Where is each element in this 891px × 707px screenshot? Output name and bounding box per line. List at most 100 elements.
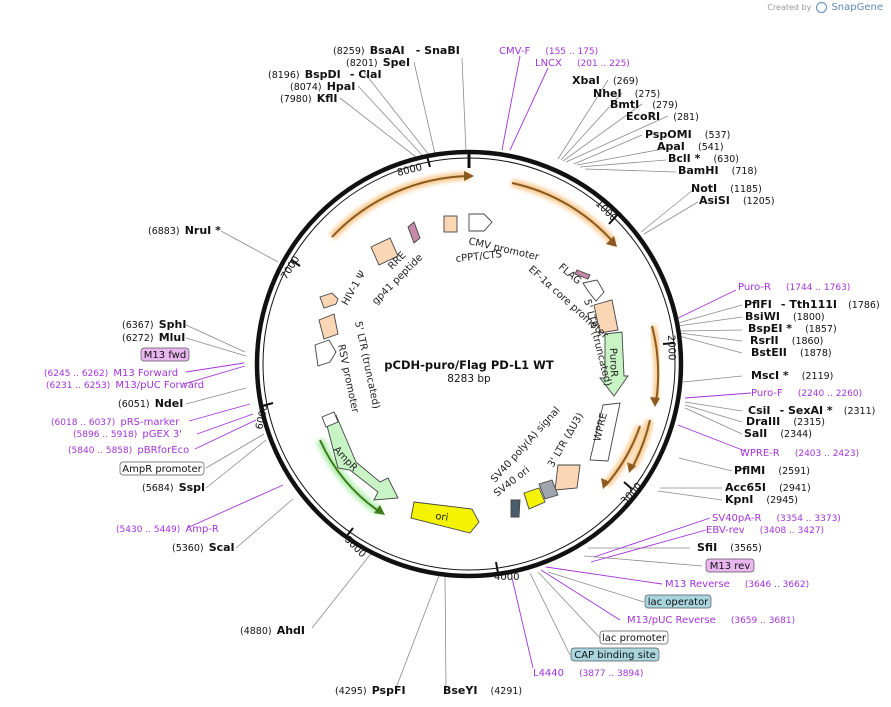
svg-text:(6018 .. 6037) pRS-marker: (6018 .. 6037) pRS-marker bbox=[51, 410, 180, 429]
site-pos: (3565) bbox=[730, 543, 762, 554]
svg-text:(6051) NdeI: (6051) NdeI bbox=[118, 392, 183, 411]
site-name: Acc65I bbox=[725, 481, 766, 494]
wpre-block bbox=[589, 402, 621, 462]
site-name: BspDI bbox=[305, 68, 341, 81]
svg-text:CsiI - SexAI * (2311): CsiI - SexAI * (2311) bbox=[748, 399, 875, 418]
m13-fwd-label: M13 fwd bbox=[144, 350, 186, 361]
svg-text:(8201) SpeI: (8201) SpeI bbox=[346, 51, 410, 70]
svg-text:(6272) MluI: (6272) MluI bbox=[122, 326, 185, 345]
cap-site-label: CAP binding site bbox=[574, 650, 656, 661]
site-pos: (537) bbox=[705, 130, 731, 141]
site-pos: (6272) bbox=[122, 333, 154, 344]
svg-text:NheI (275): NheI (275) bbox=[593, 82, 660, 101]
site-pos: (279) bbox=[652, 100, 678, 111]
site-pos: (541) bbox=[698, 142, 724, 153]
cds-arc-5 bbox=[605, 425, 641, 486]
site-name: MscI * bbox=[751, 369, 789, 382]
feature-ori: ori bbox=[435, 511, 449, 524]
plasmid-name: pCDH-puro/Flag PD-L1 WT bbox=[384, 358, 554, 372]
site-name: PflFI bbox=[744, 298, 772, 311]
primer-range: (3659 .. 3681) bbox=[731, 616, 795, 626]
site-name: PspOMI bbox=[645, 128, 692, 141]
primer-name: M13 Forward bbox=[113, 368, 178, 379]
primer-range: (201 .. 225) bbox=[577, 59, 630, 69]
primer-name: Amp-R bbox=[185, 524, 219, 535]
site-name: NotI bbox=[691, 182, 717, 195]
svg-text:(5430 .. 5449) Amp-R: (5430 .. 5449) Amp-R bbox=[116, 517, 219, 536]
m13-rev-box bbox=[705, 558, 755, 573]
lac-operator-label: lac operator bbox=[648, 597, 709, 608]
svg-text:(6883) NruI *: (6883) NruI * bbox=[148, 219, 221, 238]
flag-block bbox=[574, 269, 591, 280]
sv40-small-block bbox=[510, 499, 521, 518]
svg-text:L4440 (3877 .. 3894): L4440 (3877 .. 3894) bbox=[533, 661, 643, 680]
cds-arc-3 bbox=[651, 325, 660, 403]
ampr-arc bbox=[319, 439, 381, 513]
svg-text:BamHI (718): BamHI (718) bbox=[678, 159, 757, 178]
primer-range: (155 .. 175) bbox=[545, 47, 598, 57]
feature-rsv-promoter: RSV promoter bbox=[335, 343, 360, 414]
primer-name: L4440 bbox=[533, 668, 564, 679]
site-name: BstEII bbox=[751, 346, 787, 359]
site-pos: (1205) bbox=[743, 196, 775, 207]
ampr-promoter-box bbox=[119, 461, 205, 476]
leader-lines bbox=[185, 57, 743, 689]
site-pos: (2945) bbox=[766, 495, 798, 506]
site-name: DraIII bbox=[746, 415, 780, 428]
svg-text:EBV-rev (3408 .. 3427): EBV-rev (3408 .. 3427) bbox=[706, 518, 824, 537]
ampr-promoter-block bbox=[321, 411, 339, 428]
site-name: SalI bbox=[744, 427, 767, 440]
site-pos: (6883) bbox=[148, 226, 180, 237]
snapgene-icon bbox=[815, 2, 827, 13]
svg-text:M13 Reverse (3646 .. 3662): M13 Reverse (3646 .. 3662) bbox=[665, 572, 809, 591]
svg-text:BsiWI (1800): BsiWI (1800) bbox=[745, 305, 825, 324]
primer-range: (6018 .. 6037) bbox=[51, 418, 115, 428]
cds-arc-2 bbox=[511, 182, 615, 244]
site-pos: (2311) bbox=[844, 406, 876, 417]
lac-operator-box bbox=[644, 594, 712, 609]
svg-text:(4880) AhdI: (4880) AhdI bbox=[240, 619, 305, 638]
primer-range: (3877 .. 3894) bbox=[579, 669, 643, 679]
primer-name: LNCX bbox=[535, 58, 562, 69]
feature-boxes: M13 fwd AmpR promoter M13 rev lac operat… bbox=[119, 347, 755, 662]
rsv-promoter-arrow bbox=[314, 339, 337, 367]
cap-site-box bbox=[570, 647, 660, 662]
primer-range: (2403 .. 2423) bbox=[795, 449, 859, 459]
cds-arcs bbox=[329, 171, 663, 489]
feature-puror: PuroR bbox=[607, 348, 619, 378]
site-name: BmtI bbox=[610, 98, 639, 111]
primer-range: (2240 .. 2260) bbox=[798, 389, 862, 399]
svg-text:PspOMI (537): PspOMI (537) bbox=[645, 123, 730, 142]
svg-text:(4295) PspFI: (4295) PspFI bbox=[335, 679, 406, 698]
hiv1-block bbox=[319, 292, 339, 309]
primer-leaders bbox=[183, 55, 752, 669]
site-name: ApaI bbox=[657, 140, 685, 153]
svg-text:WPRE-R (2403 .. 2423): WPRE-R (2403 .. 2423) bbox=[740, 441, 859, 460]
site-name: SspI bbox=[179, 481, 205, 494]
site-pos: (281) bbox=[673, 112, 699, 123]
site-pos: (5684) bbox=[142, 483, 174, 494]
primer-name: M13/pUC Reverse bbox=[627, 615, 716, 626]
site-pos: (6367) bbox=[122, 320, 154, 331]
primer-range: (3646 .. 3662) bbox=[745, 580, 809, 590]
svg-text:BclI * (630): BclI * (630) bbox=[668, 147, 739, 166]
feature-hiv1: HIV-1 Ψ bbox=[340, 269, 368, 307]
site-name: CsiI bbox=[748, 404, 770, 417]
sv40-ori-block bbox=[523, 487, 546, 510]
sites-top-right: XbaI (269) NheI (275) BmtI (279) EcoRI (… bbox=[572, 74, 775, 207]
primer-name: pRS-marker bbox=[120, 417, 180, 428]
sites-left: (6883) NruI * (6367) SphI (6272) MluI (6… bbox=[118, 219, 305, 638]
site-name: SfiI bbox=[697, 541, 717, 554]
site-pos: (2119) bbox=[802, 371, 834, 382]
primers: CMV-F (155 .. 175) LNCX (201 .. 225) Pur… bbox=[44, 46, 862, 680]
primer-name: pBRforEco bbox=[137, 445, 189, 456]
snapgene-name: SnapGene bbox=[831, 2, 883, 13]
svg-text:Acc65I (2941): Acc65I (2941) bbox=[725, 476, 811, 495]
primer-name: M13/pUC Forward bbox=[115, 380, 204, 391]
plasmid-length: 8283 bp bbox=[447, 373, 491, 385]
primer-name: Puro-F bbox=[751, 388, 783, 399]
ampr-arrow bbox=[324, 414, 399, 501]
site-name: RsrII bbox=[750, 334, 779, 347]
primer-name: WPRE-R bbox=[740, 448, 780, 459]
